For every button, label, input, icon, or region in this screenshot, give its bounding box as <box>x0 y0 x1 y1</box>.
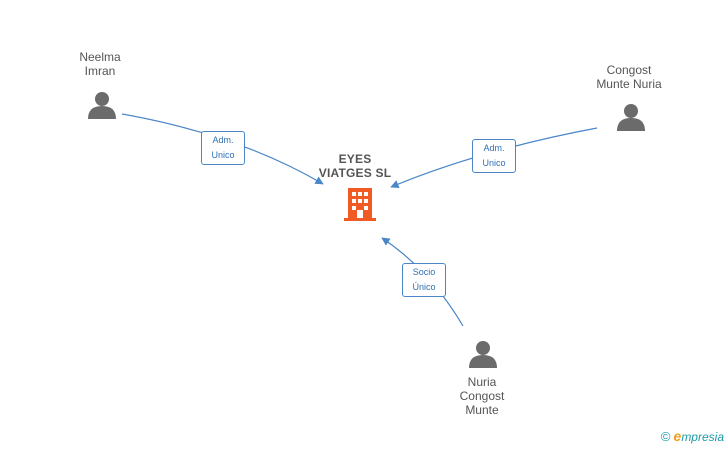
relation-label-socio-unico[interactable]: Socio Único <box>402 263 446 297</box>
relation-label-line: Adm. <box>483 143 505 153</box>
person-icon <box>469 341 497 368</box>
relation-label-line: Adm. <box>212 135 234 145</box>
person-label-line: Neelma <box>79 50 121 64</box>
person-label-line: Munte <box>465 403 499 417</box>
person-label-line: Nuria <box>467 375 497 389</box>
person-label-line: Congost <box>459 389 505 403</box>
brand-name: mpresia <box>681 430 724 444</box>
empresia-logo: ©empresia <box>661 428 724 444</box>
copyright-icon: © <box>660 429 671 444</box>
person-label-nuria[interactable]: Nuria Congost Munte <box>442 375 522 417</box>
person-icon <box>617 104 645 131</box>
person-label-line: Imran <box>84 64 116 78</box>
person-label-congost[interactable]: Congost Munte Nuria <box>584 63 674 91</box>
brand-initial: e <box>673 428 682 444</box>
person-label-line: Munte Nuria <box>596 77 662 91</box>
person-label-line: Congost <box>606 63 652 77</box>
relation-label-line: Unico <box>482 158 506 168</box>
relation-label-line: Único <box>412 282 436 292</box>
person-icon <box>88 92 116 119</box>
relation-label-line: Unico <box>211 150 235 160</box>
company-name-line2: VIATGES SL <box>318 166 392 180</box>
building-icon <box>344 188 376 221</box>
relation-label-line: Socio <box>412 267 436 277</box>
company-name[interactable]: EYES VIATGES SL <box>300 152 410 180</box>
person-label-neelma[interactable]: Neelma Imran <box>60 50 140 78</box>
relation-label-adm-unico[interactable]: Adm. Unico <box>472 139 516 173</box>
relation-label-adm-unico[interactable]: Adm. Unico <box>201 131 245 165</box>
company-name-line1: EYES <box>338 152 372 166</box>
